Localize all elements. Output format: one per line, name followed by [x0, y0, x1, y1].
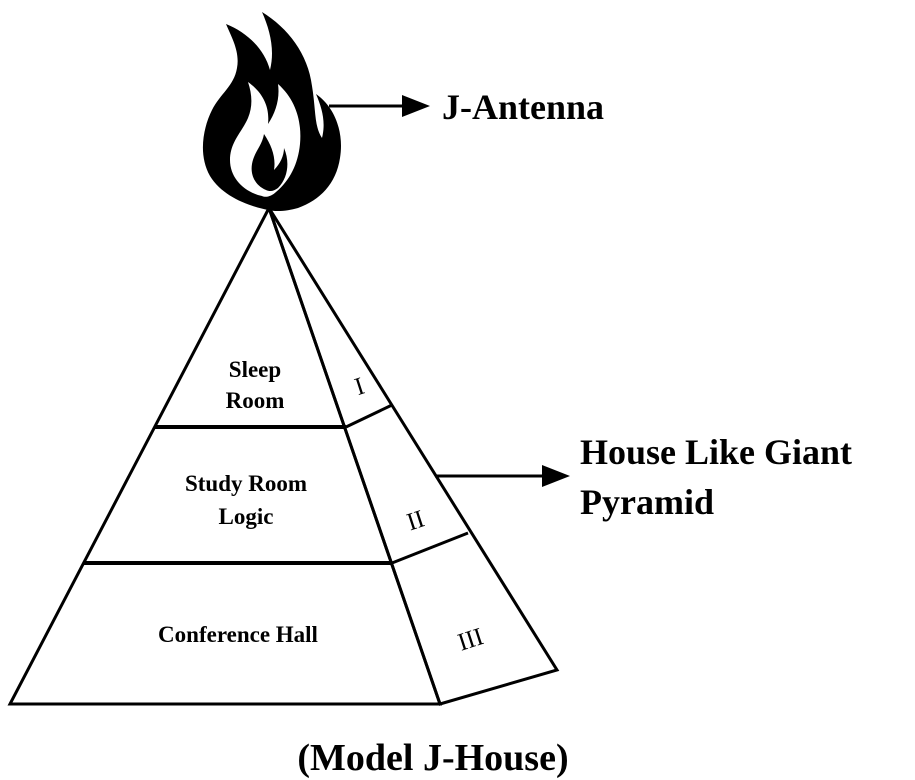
room-middle-label-line2: Logic	[219, 504, 274, 529]
side-divider-upper	[345, 403, 393, 429]
pyramid-label-line1: House Like Giant	[580, 432, 852, 472]
flame-icon	[202, 12, 341, 212]
pyramid-side-face	[267, 207, 560, 706]
side-divider-lower	[391, 531, 469, 565]
room-middle-label-line1: Study Room	[185, 471, 307, 496]
antenna-arrow	[329, 95, 430, 117]
room-top-label-line1: Sleep	[229, 357, 281, 382]
side-numeral-1: I	[352, 373, 368, 401]
room-bottom-label: Conference Hall	[158, 622, 318, 647]
pyramid-label-line2: Pyramid	[580, 482, 714, 522]
pyramid	[7, 204, 560, 706]
side-numeral-3: III	[455, 623, 487, 656]
caption: (Model J-House)	[297, 737, 568, 779]
side-numeral-2: II	[404, 505, 428, 536]
pyramid-arrow	[435, 465, 570, 487]
antenna-label: J-Antenna	[442, 87, 604, 127]
room-top-label-line2: Room	[226, 388, 285, 413]
